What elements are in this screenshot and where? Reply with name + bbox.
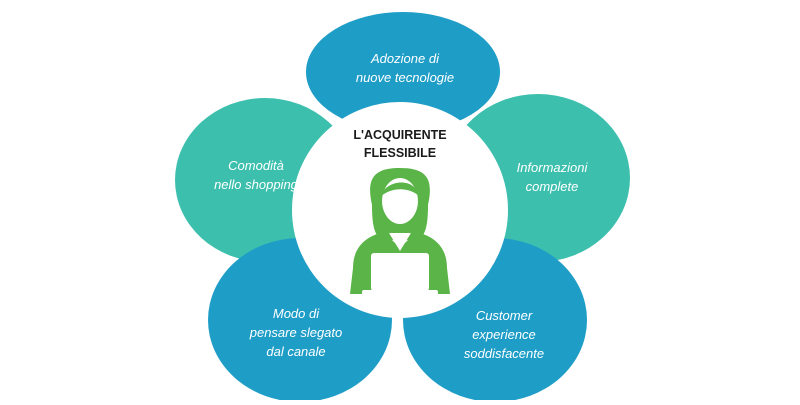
label-right: Informazioni complete	[492, 158, 612, 196]
label-top-line2: nuove tecnologie	[355, 70, 455, 85]
label-bottom-left-line1: Modo di	[272, 306, 320, 321]
label-top-line1: Adozione di	[371, 51, 439, 66]
center-title: L'ACQUIRENTE FLESSIBILE	[330, 126, 470, 162]
user-with-laptop-icon	[350, 168, 450, 296]
label-left-line1: Comodità	[228, 158, 284, 173]
label-bottom-left-line2: pensare slegato	[249, 325, 343, 340]
label-bottom-left: Modo di pensare slegato dal canale	[236, 304, 356, 361]
cycle-arrows	[294, 107, 504, 314]
petal-top	[306, 12, 500, 132]
label-right-line2: complete	[525, 179, 579, 194]
label-top: Adozione di nuove tecnologie	[330, 49, 480, 87]
label-bottom-right-line1: Customer	[475, 308, 533, 323]
label-left-line2: nello shopping	[214, 177, 298, 192]
label-right-line1: Informazioni	[516, 160, 588, 175]
center-title-line1: L'ACQUIRENTE	[353, 128, 447, 142]
label-bottom-right-line3: soddisfacente	[463, 346, 545, 361]
cycle-arrow-bottom	[354, 298, 450, 314]
label-bottom-right-line2: experience	[472, 327, 536, 342]
center-title-line2: FLESSIBILE	[363, 146, 437, 160]
cycle-arrow-right	[478, 188, 504, 276]
cycle-arrow-top-right	[421, 108, 485, 154]
cycle-arrow-left	[294, 200, 327, 282]
label-left: Comodità nello shopping	[196, 156, 316, 194]
cycle-arrow-top	[307, 107, 383, 167]
label-bottom-left-line3: dal canale	[266, 344, 326, 359]
label-bottom-right: Customer experience soddisfacente	[444, 306, 564, 363]
